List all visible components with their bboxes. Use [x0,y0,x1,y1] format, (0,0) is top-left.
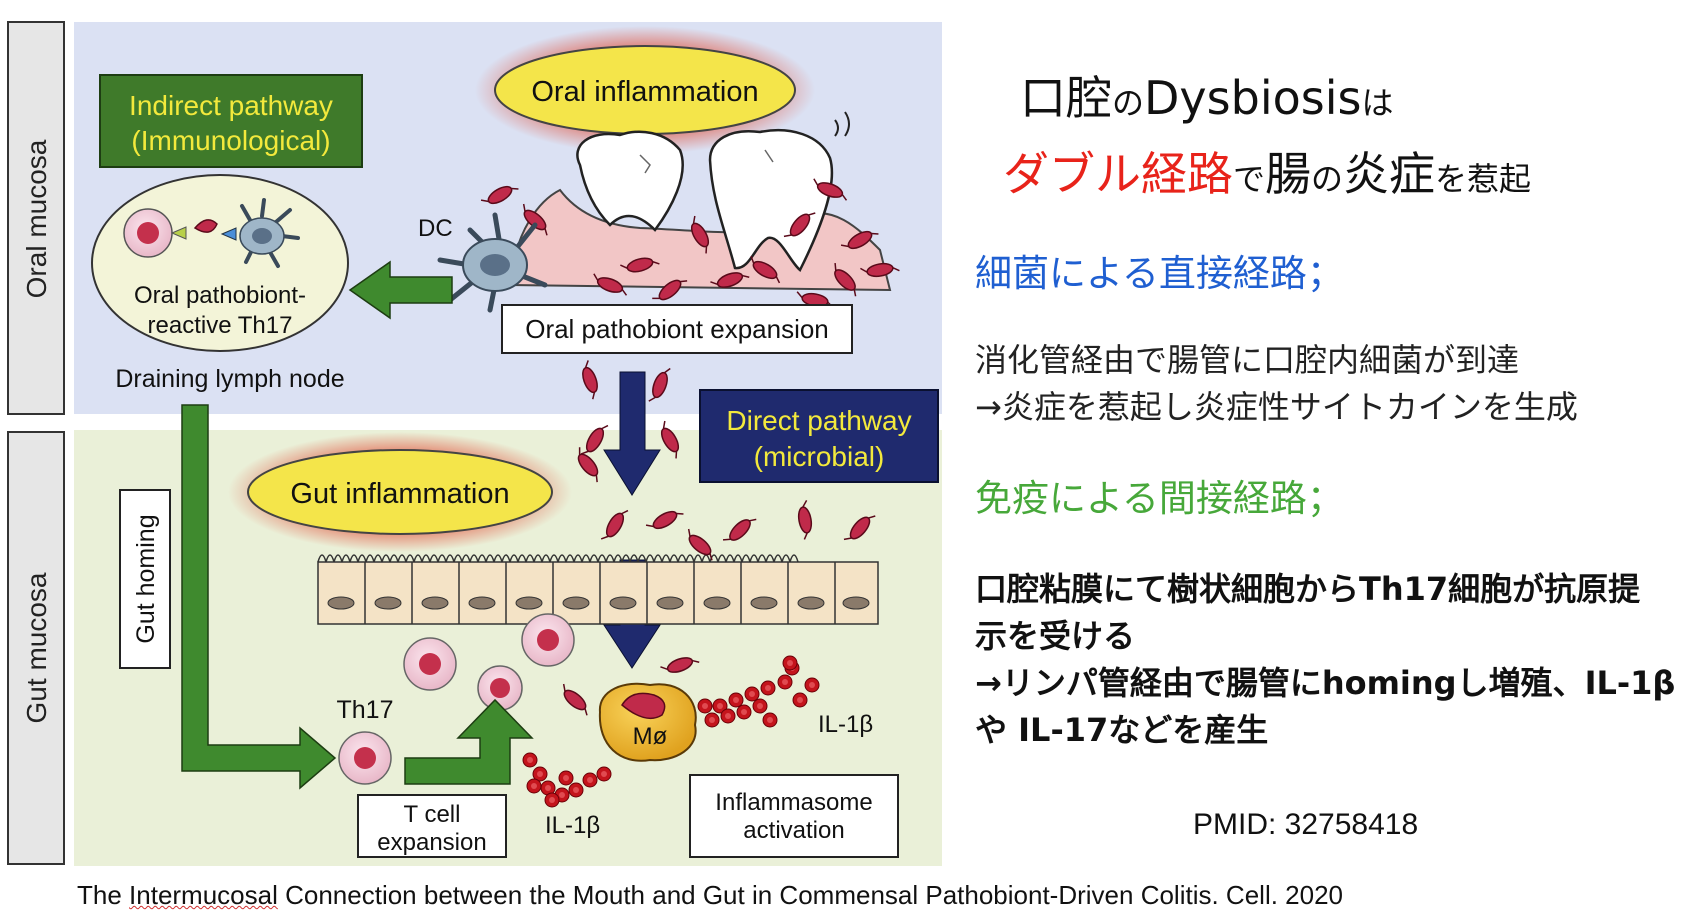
dendritic-cell: DC [418,212,548,313]
citation: The Intermucosal Connection between the … [77,880,1343,911]
indirect-pathway-subtitle: (Immunological) [131,125,330,156]
il1b-right-label: IL-1β [818,711,873,738]
direct-pathway-box: Direct pathway (microbial) [699,389,939,483]
dc-to-node-arrow [348,260,453,320]
il1b-bottom-label: IL-1β [545,812,600,839]
direct-body-line1: 消化管経由で腸管に口腔内細菌が到達 [975,341,1520,379]
title-line-2: ダブル経路で腸の炎症を惹起 [1003,138,1531,204]
inflammasome-line2: activation [743,817,844,844]
title1-part3: Dysbiosis [1144,71,1362,125]
gut-homing-label: Gut homing [132,514,160,643]
title1-part2: の [1112,84,1145,122]
t-cell-expansion-arrow [404,698,534,785]
title2-part6: を惹起 [1435,160,1532,198]
oral-mucosa-label: Oral mucosa [21,139,52,298]
inflammasome-line1: Inflammasome [715,789,872,816]
draining-lymph-node-label: Draining lymph node [115,365,344,393]
indirect-body-line4: や IL-17などを産生 [975,711,1269,749]
direct-pathway-title: Direct pathway [726,405,911,436]
macrophage: Mø [598,682,697,762]
indirect-body-line1: 口腔粘膜にて樹状細胞からTh17細胞が抗原提 [975,570,1641,608]
title2-part5: 炎症 [1343,147,1436,201]
pmid-label: PMID: 32758418 [1193,808,1419,841]
indirect-pathway-body: 口腔粘膜にて樹状細胞からTh17細胞が抗原提 示を受ける →リンパ管経由で腸管に… [975,566,1675,754]
direct-pathway-heading: 細菌による直接経路； [975,252,1344,295]
t-cell-expansion-box: T cell expansion [357,794,507,858]
direct-arrow-top [603,371,661,496]
indirect-pathway-box: Indirect pathway (Immunological) [99,74,363,168]
title2-part3: 腸 [1265,147,1312,201]
citation-prefix: The [77,880,130,910]
th17-cell-group [338,613,575,785]
gut-mucosa-label-box: Gut mucosa [7,431,65,865]
oral-expansion-box: Oral pathobiont expansion [501,304,853,354]
title2-part2: で [1233,160,1266,198]
title1-part1: 口腔 [1020,71,1112,125]
oral-expansion-text: Oral pathobiont expansion [525,314,829,344]
indirect-body-line2: 示を受ける [975,617,1136,655]
inflammasome-box: Inflammasome activation [689,774,899,858]
gut-homing-arrow [181,404,337,790]
macrophage-label: Mø [633,723,668,750]
gut-epithelium [317,554,879,625]
citation-rest: Connection between the Mouth and Gut in … [277,880,1344,910]
indirect-body-line3: →リンパ管経由で腸管にhomingし増殖、IL-1β [975,664,1676,702]
gut-mucosa-label: Gut mucosa [21,572,52,723]
lymph-node: Oral pathobiont- reactive Th17 [91,174,349,352]
title2-red-part: ダブル経路 [1003,147,1233,201]
th17-node-line1: Oral pathobiont- [134,282,306,309]
direct-body-line2: →炎症を惹起し炎症性サイトカインを生成 [975,388,1578,426]
th17-node-line2: reactive Th17 [148,312,293,339]
indirect-pathway-heading: 免疫による間接経路； [975,477,1344,520]
dc-label: DC [418,215,453,242]
gut-inflammation-badge: Gut inflammation [228,432,572,552]
title1-part4: は [1361,84,1394,122]
direct-pathway-subtitle: (microbial) [754,441,885,472]
indirect-pathway-title: Indirect pathway [129,90,333,121]
t-cell-line2: expansion [377,829,486,856]
title-line-1: 口腔のDysbiosisは [1020,62,1393,128]
oral-mucosa-label-box: Oral mucosa [7,21,65,415]
citation-underlined-word: Intermucosal [129,880,278,910]
t-cell-line1: T cell [404,801,461,828]
gut-homing-label-box: Gut homing [119,489,171,669]
oral-inflammation-badge: Oral inflammation [475,26,815,154]
title2-part4: の [1311,160,1344,198]
oral-inflammation-text: Oral inflammation [531,76,758,108]
gut-inflammation-text: Gut inflammation [290,478,509,510]
direct-pathway-body: 消化管経由で腸管に口腔内細菌が到達 →炎症を惹起し炎症性サイトカインを生成 [975,337,1578,431]
th17-label: Th17 [337,696,394,724]
